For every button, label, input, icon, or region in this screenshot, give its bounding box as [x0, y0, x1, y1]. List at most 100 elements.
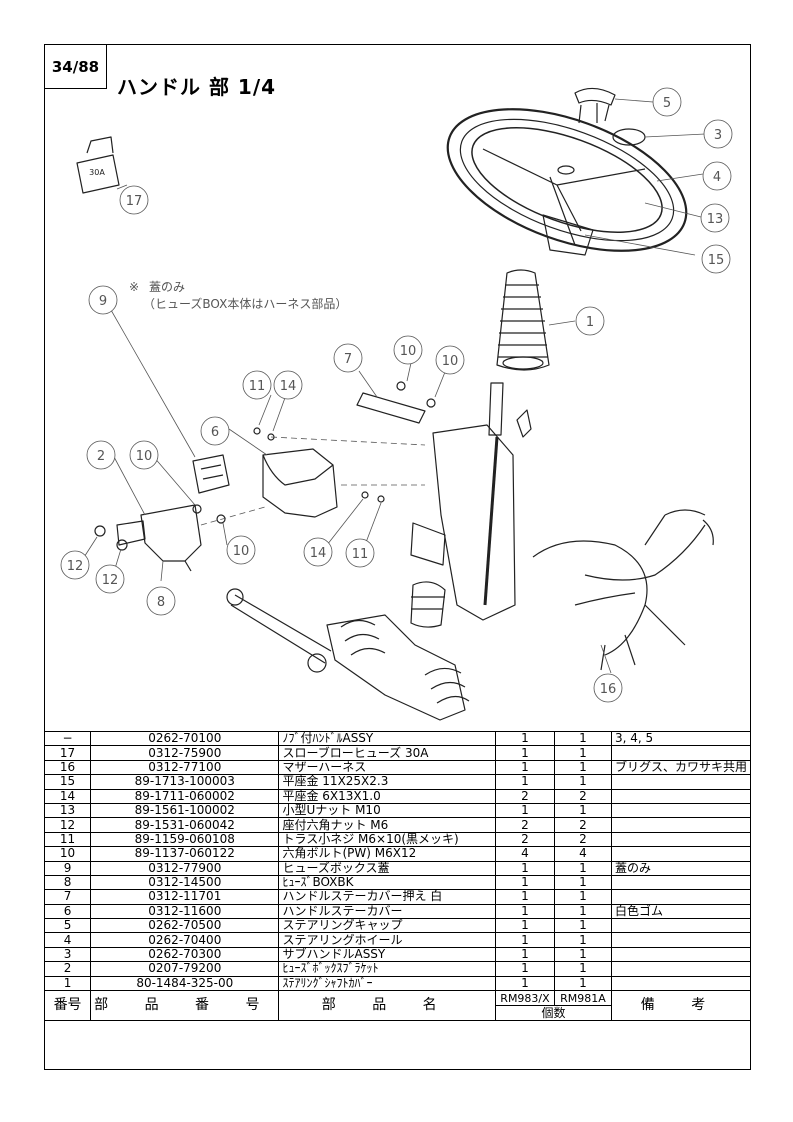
cell-remarks: 蓋のみ — [610, 860, 752, 876]
cell-code: 0262-70400 — [90, 932, 280, 948]
cell-q2: 1 — [553, 946, 612, 963]
fuse-top — [86, 136, 114, 154]
callout-16: 16 — [600, 682, 617, 697]
callout-17: 17 — [126, 194, 143, 209]
cell-code: 0312-14500 — [90, 874, 280, 891]
cell-name: ハンドルステーカバー — [278, 903, 496, 920]
steering-column — [488, 382, 504, 436]
callout-10d: 10 — [233, 544, 250, 559]
steering-hub — [542, 214, 594, 256]
steering-cap — [574, 87, 616, 106]
cell-remarks — [610, 817, 752, 833]
steering-wheel-spokes — [482, 148, 646, 246]
cell-name: スローブローヒューズ 30A — [278, 745, 496, 761]
cell-q1: 1 — [495, 961, 555, 977]
page-title: ハンドル 部 1/4 — [117, 75, 277, 99]
cell-num: 10 — [43, 846, 92, 862]
cell-code: 89-1137-060122 — [90, 846, 280, 862]
lower-boot-ribs — [411, 596, 445, 610]
cell-code: 0262-70500 — [90, 918, 280, 934]
callout-10b: 10 — [442, 354, 459, 369]
note-line-2: （ヒューズBOX本体はハーネス部品） — [143, 296, 347, 311]
cell-remarks — [610, 846, 752, 862]
parts-sheet: 34/88 ハンドル 部 1/4 — [43, 44, 752, 1070]
cell-num: − — [43, 730, 92, 747]
cell-remarks — [610, 788, 752, 804]
callout-11a: 11 — [249, 379, 266, 394]
callout-4: 4 — [713, 170, 721, 185]
cell-name: トラス小ネジ M6×10(黒メッキ) — [278, 831, 496, 848]
bolt-10b — [216, 514, 226, 524]
stay-cover — [262, 448, 338, 518]
stay-cover-retainer — [356, 392, 426, 424]
cell-remarks — [610, 831, 752, 848]
fuse-body — [76, 154, 120, 194]
cell-code: 80-1484-325-00 — [90, 975, 280, 992]
fuse-box-bracket — [140, 504, 202, 562]
alignment-lines — [200, 436, 426, 526]
cell-code: 0262-70100 — [90, 730, 280, 747]
tie-rod — [230, 594, 332, 664]
column-bracket-tab — [410, 522, 446, 566]
cell-q2: 1 — [553, 874, 612, 891]
cell-code: 0312-75900 — [90, 745, 280, 761]
header-remarks: 備 考 — [610, 990, 752, 1022]
cell-q2: 2 — [553, 831, 612, 848]
cell-q2: 1 — [553, 759, 612, 776]
bolt-10c — [396, 381, 406, 391]
parts-table-header: 番号 部 品 番 号 部 品 名 RM983/X RM981A 備 考 個数 — [43, 990, 752, 1022]
callout-numbers: 5 3 4 13 15 17 1 9 10 10 7 11 14 6 2 10 … — [67, 96, 725, 697]
callout-14a: 14 — [280, 379, 297, 394]
cell-num: 11 — [43, 831, 92, 848]
cell-num: 14 — [43, 788, 92, 804]
cell-q2: 1 — [553, 961, 612, 977]
stay-cover-fold — [262, 454, 334, 486]
bolt-10a — [192, 504, 202, 514]
cell-name: ｽﾃｱﾘﾝｸﾞｼｬﾌﾄｶﾊﾞｰ — [278, 975, 496, 992]
shaft-cover-ribs — [498, 284, 548, 358]
header-model-1: RM983/X — [495, 990, 555, 1007]
header-num: 番号 — [43, 990, 92, 1022]
cell-name: ハンドルステーカバー押え 白 — [278, 889, 496, 905]
cell-num: 17 — [43, 745, 92, 761]
cell-remarks — [610, 946, 752, 963]
cell-q2: 1 — [553, 730, 612, 747]
header-code: 部 品 番 号 — [90, 990, 280, 1022]
cell-q1: 2 — [495, 788, 555, 804]
steering-cap-clips — [578, 103, 610, 124]
cell-q2: 2 — [553, 817, 612, 833]
callout-9: 9 — [99, 294, 107, 309]
nut-12b — [116, 539, 128, 551]
cell-remarks: 3, 4, 5 — [610, 730, 752, 747]
fuse-box-bracket-hook — [184, 560, 192, 572]
cell-name: ﾉﾌﾞ付ﾊﾝﾄﾞﾙASSY — [278, 730, 496, 747]
cell-q2: 2 — [553, 788, 612, 804]
cell-name: 平座金 11X25X2.3 — [278, 774, 496, 790]
cell-q2: 1 — [553, 802, 612, 819]
cell-num: 2 — [43, 961, 92, 977]
cell-q1: 2 — [495, 817, 555, 833]
cell-name: ステアリングキャップ — [278, 918, 496, 934]
washer-14b — [361, 491, 369, 499]
cell-num: 9 — [43, 860, 92, 876]
cell-num: 16 — [43, 759, 92, 776]
steering-wheel-rim — [471, 127, 663, 233]
cell-q2: 1 — [553, 903, 612, 920]
page-number: 34/88 — [45, 45, 107, 89]
header-qty: 個数 — [495, 1005, 612, 1022]
cell-name: ﾋｭｰｽﾞﾎﾞｯｸｽﾌﾞﾗｹｯﾄ — [278, 961, 496, 977]
cell-remarks — [610, 961, 752, 977]
cell-code: 89-1531-060042 — [90, 817, 280, 833]
